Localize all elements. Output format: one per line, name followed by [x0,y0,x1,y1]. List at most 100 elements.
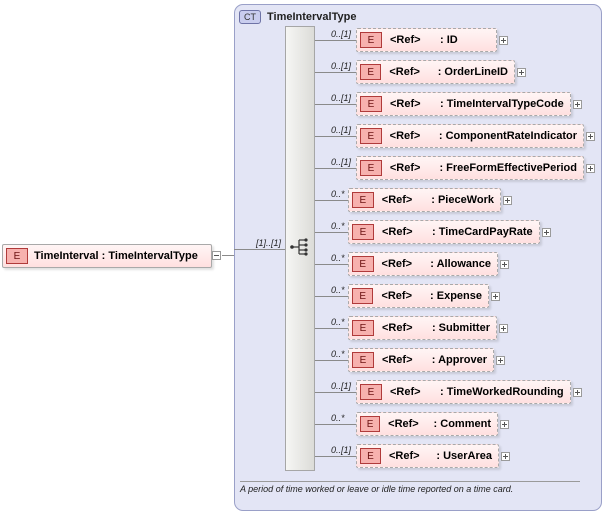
element-name: : TimeCardPayRate [432,226,533,238]
element-badge: E [360,32,382,48]
expand-icon[interactable] [500,420,509,429]
ref-label: <Ref> [381,290,413,302]
element-badge: E [360,128,382,144]
element-name: : UserArea [436,450,492,462]
child-multiplicity: 0..* [331,317,345,327]
complex-type-title: TimeIntervalType [267,11,357,23]
child-multiplicity: 0..* [331,189,345,199]
element-badge: E [360,160,382,176]
ref-label: <Ref> [381,194,413,206]
root-connector [222,255,234,256]
child-element[interactable]: E <Ref> : Comment [356,412,498,436]
child-connector [315,104,356,105]
child-multiplicity: 0..[1] [331,157,352,167]
child-multiplicity: 0..[1] [331,125,352,135]
root-element-name: TimeInterval : TimeIntervalType [34,250,198,262]
expand-icon[interactable] [499,324,508,333]
expand-icon[interactable] [517,68,526,77]
child-connector [315,40,356,41]
child-element[interactable]: E <Ref> : Expense [348,284,489,308]
element-badge: E [352,224,374,240]
element-name: : ID [440,34,458,46]
element-badge: E [352,256,374,272]
child-element[interactable]: E <Ref> : Approver [348,348,494,372]
element-badge: E [352,352,374,368]
element-badge: E [6,248,28,264]
child-connector [315,392,356,393]
child-connector [315,424,356,425]
expand-icon[interactable] [503,196,512,205]
expand-icon[interactable] [496,356,505,365]
documentation-divider [240,481,580,482]
element-name: : Expense [430,290,482,302]
expand-icon[interactable] [491,292,500,301]
expand-icon[interactable] [586,132,595,141]
child-multiplicity: 0..[1] [331,61,352,71]
root-multiplicity: [1]..[1] [256,238,282,248]
expand-icon[interactable] [542,228,551,237]
complex-type-badge: CT [239,10,261,24]
child-multiplicity: 0..* [331,285,345,295]
child-connector [315,360,348,361]
expand-icon[interactable] [500,260,509,269]
ref-label: <Ref> [381,258,413,270]
child-connector [315,136,356,137]
child-element[interactable]: E <Ref> : TimeWorkedRounding [356,380,571,404]
child-connector [315,264,348,265]
element-name: : OrderLineID [437,66,508,78]
child-connector [315,232,348,233]
expand-icon[interactable] [573,100,582,109]
child-multiplicity: 0..* [331,349,345,359]
child-connector [315,328,348,329]
child-element[interactable]: E <Ref> : UserArea [356,444,499,468]
child-element[interactable]: E <Ref> : PieceWork [348,188,501,212]
child-element[interactable]: E <Ref> : Allowance [348,252,498,276]
element-badge: E [352,288,374,304]
element-badge: E [352,192,374,208]
element-badge: E [360,96,382,112]
ref-label: <Ref> [381,354,413,366]
element-name: : Submitter [431,322,490,334]
child-multiplicity: 0..[1] [331,381,352,391]
ref-label: <Ref> [382,226,413,238]
child-element[interactable]: E <Ref> : ComponentRateIndicator [356,124,584,148]
ref-label: <Ref> [381,322,413,334]
element-name: : ComponentRateIndicator [438,130,577,142]
child-element[interactable]: E <Ref> : OrderLineID [356,60,515,84]
element-name: : Allowance [430,258,491,270]
element-badge: E [360,64,382,80]
root-element[interactable]: E TimeInterval : TimeIntervalType [2,244,212,268]
ref-label: <Ref> [388,418,419,430]
ref-label: <Ref> [390,34,421,46]
child-connector [315,72,356,73]
expand-icon[interactable] [499,36,508,45]
child-element[interactable]: E <Ref> : TimeCardPayRate [348,220,540,244]
child-multiplicity: 0..* [331,413,345,423]
ref-label: <Ref> [389,66,420,78]
child-element[interactable]: E <Ref> : ID [356,28,497,52]
element-name: : FreeFormEffectivePeriod [439,162,577,174]
expand-icon[interactable] [501,452,510,461]
element-badge: E [360,384,382,400]
child-element[interactable]: E <Ref> : Submitter [348,316,497,340]
element-name: : TimeWorkedRounding [440,386,564,398]
complex-type-header: CT TimeIntervalType [239,9,356,25]
child-element[interactable]: E <Ref> : TimeIntervalTypeCode [356,92,571,116]
sequence-icon [290,238,308,256]
child-element[interactable]: E <Ref> : FreeFormEffectivePeriod [356,156,584,180]
element-name: : TimeIntervalTypeCode [440,98,564,110]
child-multiplicity: 0..* [331,253,345,263]
child-connector [315,200,348,201]
child-connector [315,296,348,297]
child-connector [315,456,356,457]
collapse-icon[interactable] [212,251,221,260]
element-badge: E [352,320,374,336]
element-badge: E [360,448,381,464]
child-multiplicity: 0..* [331,221,345,231]
ref-label: <Ref> [389,130,421,142]
expand-icon[interactable] [573,388,582,397]
element-name: : Approver [431,354,487,366]
ref-label: <Ref> [390,98,421,110]
sequence-bar [285,26,315,471]
expand-icon[interactable] [586,164,595,173]
